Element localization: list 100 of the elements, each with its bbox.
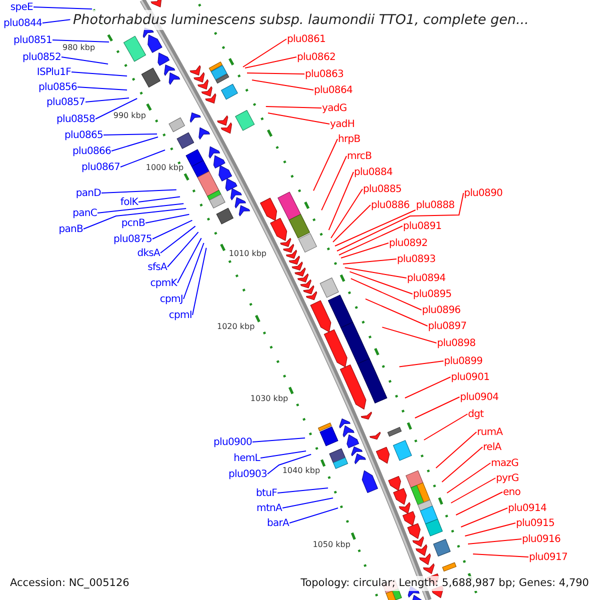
leader-line	[460, 508, 508, 528]
leader-line	[268, 112, 330, 124]
leader-line	[52, 40, 110, 42]
gene-label: plu0904	[460, 392, 498, 402]
leader-line	[246, 72, 305, 74]
gene-label: plu0900	[214, 436, 252, 448]
gene-label: hemL	[234, 452, 260, 464]
leader-line	[103, 134, 158, 136]
gene-label: sfsA	[148, 262, 167, 272]
gene-label: plu0865	[64, 130, 103, 140]
leader-line	[336, 192, 464, 252]
leader-line	[334, 210, 416, 246]
leader-line	[138, 196, 180, 202]
leader-line	[252, 438, 306, 442]
leader-line	[61, 56, 108, 64]
gene-label: plu0852	[22, 52, 61, 62]
leader-line	[328, 172, 354, 231]
leader-line	[289, 508, 338, 524]
gene-label: plu0892	[389, 238, 428, 248]
leader-line	[95, 98, 138, 120]
leader-line	[152, 220, 193, 240]
gene-label: panD	[76, 188, 101, 198]
leader-line	[42, 19, 72, 24]
leader-line	[177, 238, 202, 284]
leader-line	[167, 232, 199, 268]
leader-line	[160, 226, 196, 254]
gene-label: plu0899	[444, 356, 482, 366]
leader-line	[365, 298, 428, 326]
footer-text: Accession: NC_005126	[10, 576, 130, 590]
gene-label: plu0885	[363, 184, 402, 194]
gene-label: ISPlu1F	[36, 66, 71, 78]
leader-line	[282, 498, 334, 508]
gene-label: plu0916	[522, 534, 560, 544]
gene-label: plu0893	[397, 254, 436, 264]
leader-line	[344, 267, 407, 278]
leader-line	[277, 488, 328, 494]
leader-line	[267, 454, 312, 474]
gene-label: cpmI	[168, 310, 192, 320]
scale-label: 980 kbp	[62, 43, 96, 52]
gene-label: plu0896	[422, 304, 460, 316]
gene-label: plu0915	[516, 518, 554, 528]
leader-line	[450, 478, 496, 504]
gene-label: barA	[266, 518, 289, 528]
leader-line	[382, 326, 437, 344]
leader-line	[468, 538, 522, 544]
gene-label: plu0898	[437, 338, 476, 348]
gene-label: relA	[483, 442, 502, 452]
leader-line	[342, 258, 397, 264]
scale-label: 1030 kbp	[250, 394, 288, 403]
leader-line	[33, 6, 92, 10]
gene-label: panB	[58, 224, 83, 234]
leader-line	[97, 203, 184, 214]
gene-label: dgt	[468, 408, 484, 420]
gene-label: mazG	[491, 458, 518, 468]
gene-label: plu0886	[371, 200, 410, 210]
gene-label: cpmJ	[160, 294, 183, 304]
leader-line	[313, 138, 338, 192]
gene-label: plu0888	[416, 200, 454, 210]
gene-label: pcnB	[121, 218, 145, 228]
gene-label: plu0862	[297, 52, 336, 62]
gene-label: dksA	[137, 248, 160, 258]
gene-label: plu0861	[287, 34, 326, 44]
gene-label: plu0914	[508, 502, 546, 514]
gene-label: plu0851	[14, 34, 52, 46]
gene-label: plu0890	[464, 188, 502, 198]
leader-line	[77, 86, 128, 90]
scale-label: 1000 kbp	[146, 163, 184, 172]
leader-line	[442, 446, 483, 482]
gene-label: plu0867	[82, 162, 120, 172]
leader-line	[120, 150, 166, 168]
gene-label: plu0894	[407, 272, 446, 284]
leader-line	[414, 396, 460, 418]
gene-label: mrcB	[347, 150, 372, 162]
leader-line	[85, 98, 130, 102]
leader-line	[472, 554, 529, 558]
leader-line	[404, 376, 451, 398]
gene-label: plu0856	[38, 82, 77, 92]
gene-label: folK	[120, 196, 138, 208]
gene-label: plu0857	[46, 96, 85, 108]
gene-label: plu0901	[451, 372, 490, 382]
gene-label: pyrG	[496, 472, 519, 484]
gene-label: plu0875	[114, 234, 152, 244]
leader-line	[83, 208, 187, 230]
leader-line	[192, 247, 207, 316]
leader-line	[424, 414, 468, 440]
gene-label: rumA	[477, 426, 503, 438]
scale-label: 990 kbp	[113, 110, 146, 120]
leader-line	[464, 522, 516, 536]
scale-label: 1010 kbp	[228, 248, 267, 258]
leader-line	[252, 80, 314, 90]
leader-line	[183, 242, 204, 300]
leader-line	[101, 189, 177, 194]
gene-label: plu0844	[4, 18, 42, 28]
leader-line	[244, 56, 297, 68]
leader-line	[265, 106, 322, 108]
leader-line	[349, 271, 413, 294]
gene-label: plu0917	[529, 552, 568, 562]
gene-label: plu0866	[72, 146, 111, 156]
leader-line	[338, 226, 403, 256]
leader-line	[340, 242, 389, 258]
